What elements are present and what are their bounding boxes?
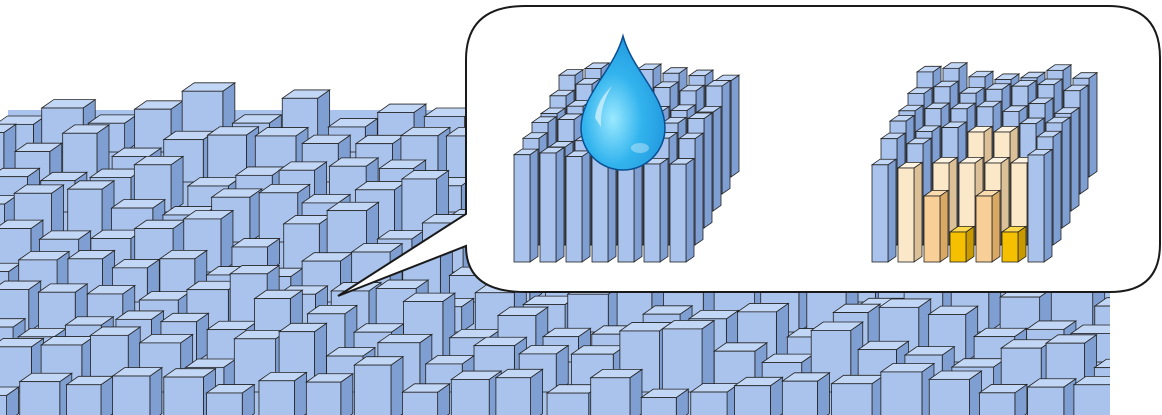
surface-pillar [207, 385, 255, 415]
panel-pillar [566, 151, 590, 262]
surface-pillar [354, 357, 403, 415]
surface-pillar [881, 364, 934, 415]
panel-pillar [1028, 149, 1052, 262]
surface-pillar [67, 376, 113, 415]
panel-pillar [514, 149, 538, 262]
collapsed-pillar [976, 190, 1000, 262]
surface-pillar [20, 373, 72, 415]
surface-pillar [641, 389, 688, 415]
panel-pillar [872, 159, 896, 262]
surface-pillar [306, 374, 352, 415]
surface-pillar [782, 373, 829, 415]
surface-pillar [662, 320, 714, 392]
collapsed-pillar [924, 190, 948, 262]
surface-pillar [0, 387, 19, 415]
surface-pillar [496, 369, 543, 415]
surface-pillar [980, 384, 1027, 415]
surface-pillar [113, 368, 162, 415]
collapsed-pillar [898, 162, 922, 262]
collapsed-pillar [1002, 226, 1026, 262]
surface-pillar [691, 384, 739, 415]
surface-pillar [735, 377, 783, 415]
surface-pillar [402, 384, 449, 415]
surface-pillar [259, 372, 306, 415]
surface-pillar [591, 369, 642, 415]
collapsed-pillar [950, 226, 974, 262]
surface-pillar [832, 375, 884, 415]
surface-pillar [929, 371, 981, 415]
surface-pillar [1028, 379, 1076, 415]
panel-pillar [670, 159, 694, 262]
panel-pillar [540, 147, 564, 262]
panel-pillar [644, 158, 668, 262]
surface-pillar [451, 371, 501, 415]
